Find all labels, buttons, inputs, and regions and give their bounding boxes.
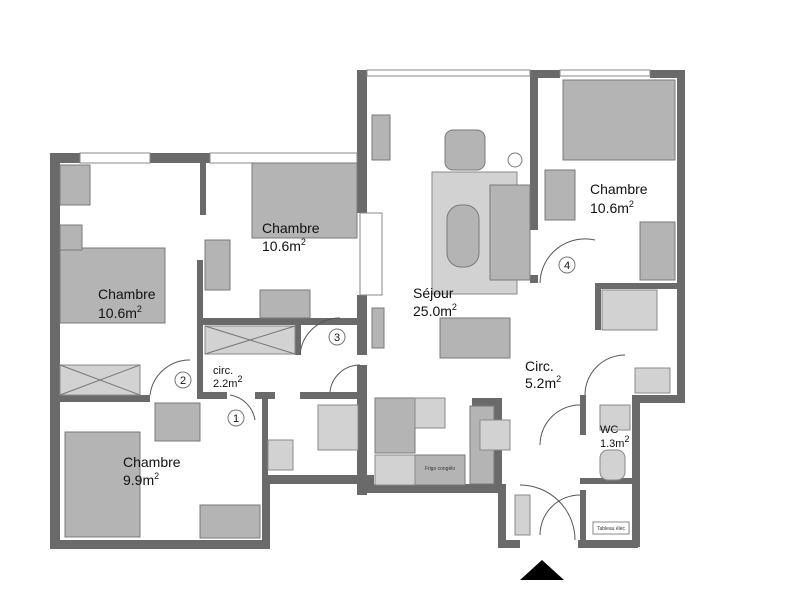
room-area: 2.2m2 xyxy=(213,374,242,390)
room-name: Séjour xyxy=(413,285,454,301)
room-area: 5.2m2 xyxy=(525,374,561,391)
dining-table xyxy=(439,317,511,359)
door-number-3: 3 xyxy=(334,332,340,344)
electrical-panel-label: Tableau élec xyxy=(597,526,626,532)
room-name: Chambre xyxy=(262,220,320,236)
room-area: 1.3m2 xyxy=(600,434,629,450)
fridge-label: Frigo congélo xyxy=(425,466,456,472)
bed-bottom xyxy=(64,431,141,538)
bed-left xyxy=(59,247,166,324)
sofa xyxy=(489,184,531,281)
room-name: circ. xyxy=(213,365,233,377)
coffee-table xyxy=(446,204,480,268)
bed-mid xyxy=(251,162,358,239)
windows xyxy=(79,69,651,296)
door-number-4: 4 xyxy=(564,260,570,272)
room-name: Chambre xyxy=(123,454,181,470)
room-labels: Chambre 10.6m2 Chambre 10.6m2 Chambre 10… xyxy=(98,181,648,535)
room-area: 10.6m2 xyxy=(590,199,634,216)
walls xyxy=(50,70,685,549)
room-area: 9.9m2 xyxy=(123,471,159,488)
room-name: Chambre xyxy=(590,181,648,197)
room-name: WC xyxy=(600,424,618,436)
bed-right xyxy=(562,79,676,161)
room-name: Chambre xyxy=(98,286,156,302)
entrance-arrow-icon xyxy=(520,560,564,580)
door-number-1: 1 xyxy=(233,413,239,425)
furniture xyxy=(59,79,676,539)
room-area: 10.6m2 xyxy=(98,304,142,321)
door-numbers: 1 2 3 4 xyxy=(174,256,576,427)
door-number-2: 2 xyxy=(180,375,186,387)
room-area: 25.0m2 xyxy=(413,302,457,319)
room-area: 10.6m2 xyxy=(262,237,306,254)
doors xyxy=(149,238,626,541)
room-name: Circ. xyxy=(525,358,554,374)
